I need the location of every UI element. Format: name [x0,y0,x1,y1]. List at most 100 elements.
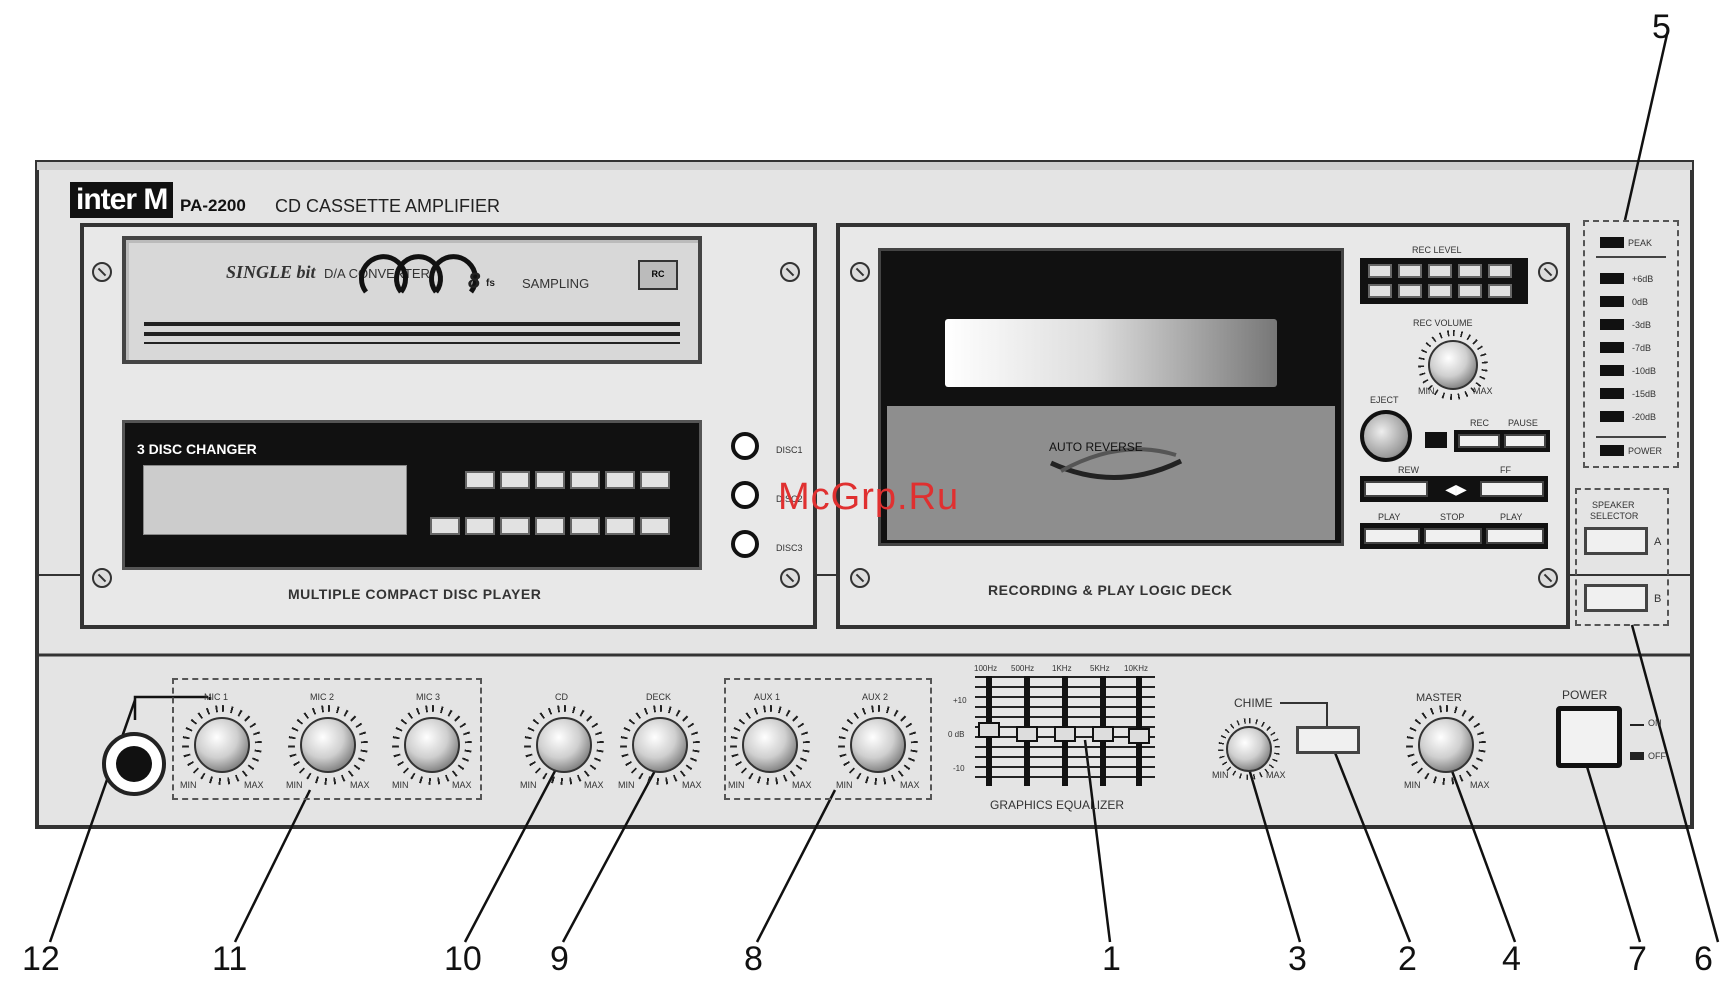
cd-volume-knob[interactable] [536,717,592,773]
screw [780,262,800,282]
tray-slot [144,342,680,344]
disc-select-1-label: DISC1 [776,445,803,455]
eq-scale-label: +10 [953,696,967,705]
changer-button[interactable] [605,517,635,535]
callout-1: 1 [1102,940,1121,978]
rec-volume-knob[interactable] [1428,340,1478,390]
eq-slider-5khz[interactable] [1092,726,1114,742]
single-bit-label: SINGLE bit [226,262,316,282]
power-button[interactable] [1556,706,1622,768]
deck-volume-max: MAX [682,780,702,790]
disc-select-2-label: DISC2 [776,494,803,504]
cd-volume-min: MIN [520,780,537,790]
level-meter-frame [1583,220,1679,468]
eq-band-label: 100Hz [974,664,998,673]
stop-button[interactable] [1424,528,1482,544]
rec-level-cell [1368,264,1392,278]
play-reverse-button[interactable] [1364,528,1420,544]
rec-button[interactable] [1458,434,1500,448]
cd-volume-label: CD [555,692,568,702]
watermark: McGrp.Ru [778,476,960,518]
level-led [1600,319,1624,330]
callout-8: 8 [744,940,763,978]
level-led [1600,388,1624,399]
eq-slider-1khz[interactable] [1054,726,1076,742]
changer-button[interactable] [465,517,495,535]
power-indicator [1600,445,1624,456]
rec-level-cell [1428,284,1452,298]
mic-group-frame [172,678,482,800]
mic1-knob[interactable] [194,717,250,773]
mic-jack[interactable] [102,732,166,796]
rec-level-cell [1488,264,1512,278]
eject-button[interactable] [1360,410,1412,462]
auto-reverse-label: AUTO REVERSE [1049,440,1143,454]
chime-volume-knob[interactable] [1226,726,1272,772]
changer-button[interactable] [535,517,565,535]
ff-button[interactable] [1480,481,1544,497]
level-led [1600,273,1624,284]
disc-select-3-button[interactable] [731,530,759,558]
mic3-knob[interactable] [404,717,460,773]
master-min: MIN [1404,780,1421,790]
disc-select-2-button[interactable] [731,481,759,509]
callout-6: 6 [1694,940,1713,978]
changer-button[interactable] [640,517,670,535]
play-reverse-label: PLAY [1378,512,1401,522]
speaker-a-button[interactable] [1584,527,1648,555]
level-label: -7dB [1632,343,1652,353]
eq-slider-10khz[interactable] [1128,728,1150,744]
speaker-selector-frame [1575,488,1669,626]
cd-tray[interactable]: SINGLE bit D/A CONVERTER 8 fs SAMPLING R… [122,236,702,364]
play-forward-label: PLAY [1500,512,1523,522]
cd-logo-icon: RC [638,260,678,290]
rec-level-cell [1428,264,1452,278]
changer-button[interactable] [570,471,600,489]
rec-volume-min: MIN [1418,386,1435,396]
callout-10: 10 [444,940,482,978]
power-on-label: ON [1648,718,1662,728]
master-volume-knob[interactable] [1418,717,1474,773]
changer-button[interactable] [605,471,635,489]
level-led [1600,411,1624,422]
deck-section-label: RECORDING & PLAY LOGIC DECK [988,582,1233,598]
chime-bracket [1280,702,1328,726]
play-forward-button[interactable] [1486,528,1544,544]
changer-button[interactable] [570,517,600,535]
eq-slider-500hz[interactable] [1016,726,1038,742]
aux2-knob[interactable] [850,717,906,773]
deck-volume-knob[interactable] [632,717,688,773]
mic2-knob[interactable] [300,717,356,773]
changer-button[interactable] [500,471,530,489]
level-led [1600,342,1624,353]
chime-button[interactable] [1296,726,1360,754]
mic1-max: MAX [244,780,264,790]
changer-button[interactable] [465,471,495,489]
mic3-max: MAX [452,780,472,790]
deck-volume-label: DECK [646,692,672,702]
rec-level-cell [1368,284,1392,298]
changer-button[interactable] [500,517,530,535]
speaker-a-label: A [1654,536,1662,548]
changer-button[interactable] [640,471,670,489]
rec-indicator [1425,432,1447,448]
rew-button[interactable] [1364,481,1428,497]
cassette-door[interactable]: AUTO REVERSE [878,248,1344,546]
aux1-min: MIN [728,780,745,790]
eq-slider-100hz[interactable] [978,722,1000,738]
aux2-min: MIN [836,780,853,790]
mic1-min: MIN [180,780,197,790]
changer-title: 3 DISC CHANGER [137,441,257,457]
pause-label: PAUSE [1508,418,1538,428]
pause-button[interactable] [1504,434,1546,448]
aux1-knob[interactable] [742,717,798,773]
aux1-label: AUX 1 [754,692,781,702]
speaker-b-button[interactable] [1584,584,1648,612]
changer-button[interactable] [430,517,460,535]
power-label: POWER [1562,688,1608,702]
level-label: -15dB [1632,389,1657,399]
disc-select-1-button[interactable] [731,432,759,460]
chime-min: MIN [1212,770,1229,780]
rew-label: REW [1398,465,1419,475]
changer-button[interactable] [535,471,565,489]
